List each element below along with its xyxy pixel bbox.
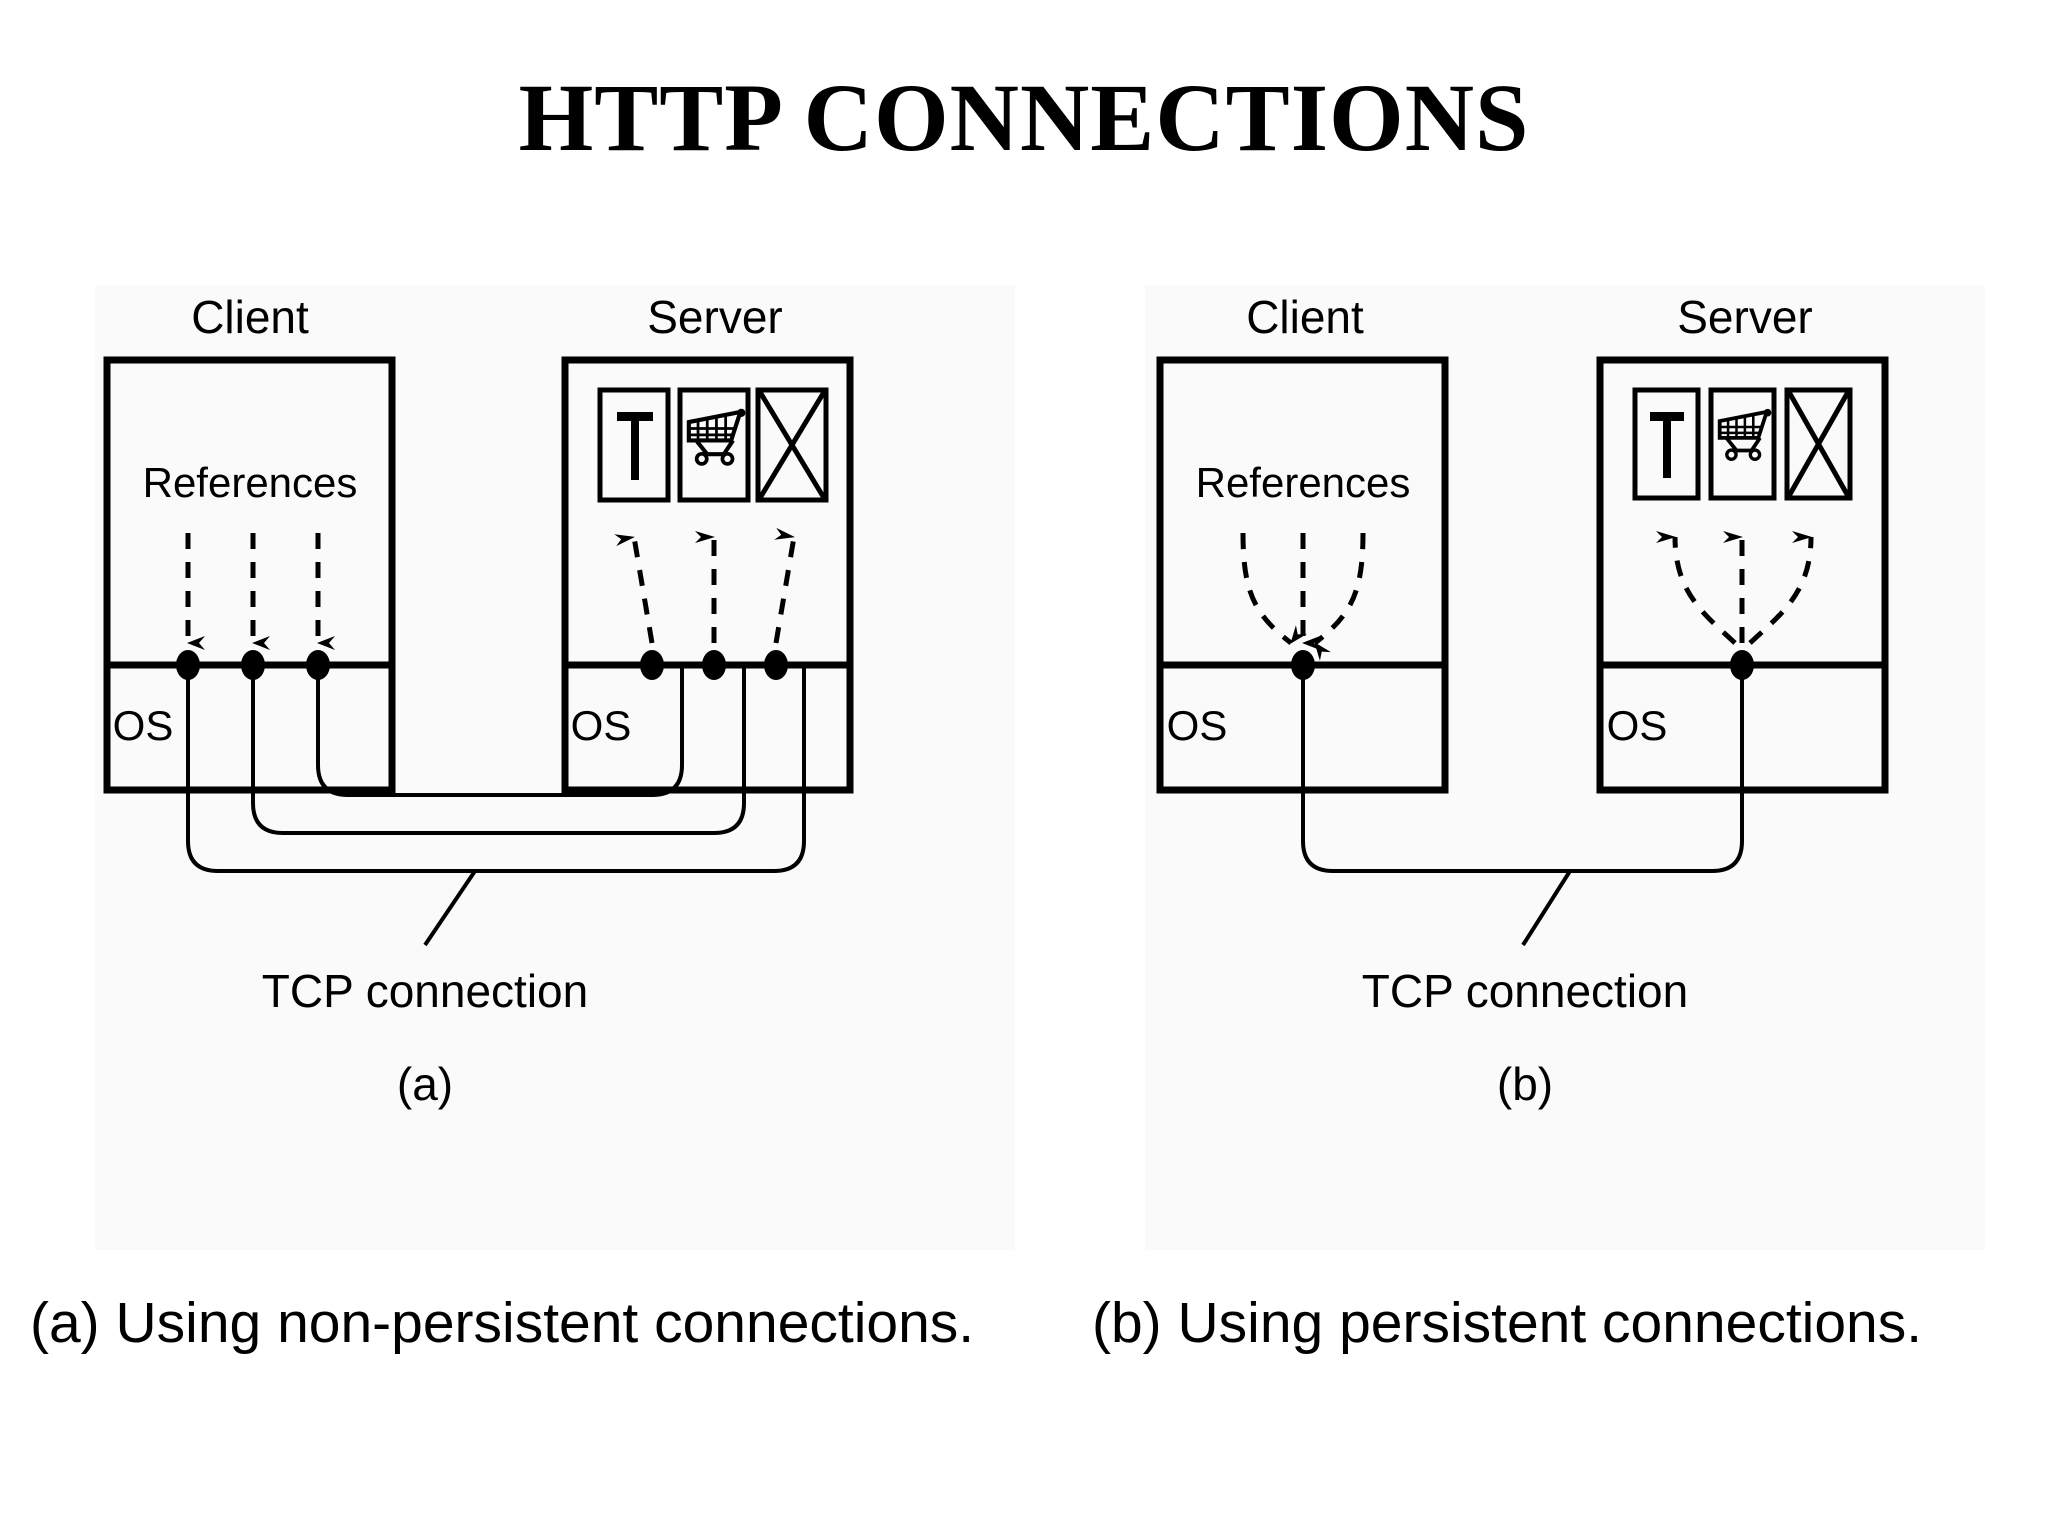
socket-dot-server-b [1730, 650, 1754, 680]
image-placeholder-icon-a [755, 387, 829, 503]
socket-dot-client-b [1291, 650, 1315, 680]
tcp-connection-line-a-1 [316, 665, 684, 797]
tcp-label-leader-b [1521, 869, 1572, 947]
client-heading-a: Client [191, 291, 309, 343]
socket-dot [764, 650, 788, 680]
reply-arrow-b-3 [1748, 530, 1814, 645]
tcp-connection-label-a: TCP connection [262, 965, 588, 1017]
figure-sublabel-b: (b) [1497, 1058, 1553, 1110]
tcp-connections-a [186, 665, 806, 873]
references-label-b: References [1196, 459, 1411, 506]
figure-panel-a: Client Server References OS OS [95, 285, 1015, 1250]
socket-dots-server-a [640, 650, 788, 680]
reply-arrow-a-1 [614, 534, 655, 644]
os-label-server-a: OS [571, 702, 632, 749]
tcp-connection-line-b [1301, 665, 1744, 873]
figure-panel-b: Client Server References OS OS [1145, 285, 1985, 1250]
os-label-server-b: OS [1607, 702, 1668, 749]
server-heading-a: Server [647, 291, 782, 343]
socket-dots-client-a [176, 650, 330, 680]
caption-a: (a) Using non-persistent connections. [30, 1291, 975, 1355]
client-heading-b: Client [1246, 291, 1364, 343]
image-placeholder-icon-b [1784, 387, 1853, 501]
reference-arrow-b-1 [1240, 532, 1307, 645]
text-document-icon-a [597, 387, 671, 503]
shopping-cart-icon-a [677, 387, 751, 503]
caption-b: (b) Using persistent connections. [1092, 1291, 1923, 1355]
tcp-connection-line-a-2 [251, 665, 746, 835]
reference-arrow-b-3 [1313, 532, 1366, 661]
reply-arrow-b-1 [1655, 531, 1737, 645]
server-box-a: OS [561, 356, 854, 794]
tcp-label-leader-a [423, 869, 477, 947]
socket-dot [640, 650, 664, 680]
tcp-connection-label-b: TCP connection [1362, 965, 1688, 1017]
page-title: HTTP CONNECTIONS [518, 64, 1530, 171]
socket-dot [306, 650, 330, 680]
figure-sublabel-a: (a) [397, 1058, 453, 1110]
socket-dot [176, 650, 200, 680]
socket-dot [702, 650, 726, 680]
tcp-connection-line-a-3 [186, 665, 806, 873]
socket-dot [241, 650, 265, 680]
server-heading-b: Server [1677, 291, 1812, 343]
client-box-a: References OS [103, 356, 396, 794]
os-label-client-a: OS [113, 702, 174, 749]
shopping-cart-icon-b [1708, 387, 1777, 501]
text-document-icon-b [1632, 387, 1701, 501]
references-label-a: References [143, 459, 358, 506]
reply-arrow-a-3 [773, 527, 797, 644]
os-label-client-b: OS [1167, 702, 1228, 749]
